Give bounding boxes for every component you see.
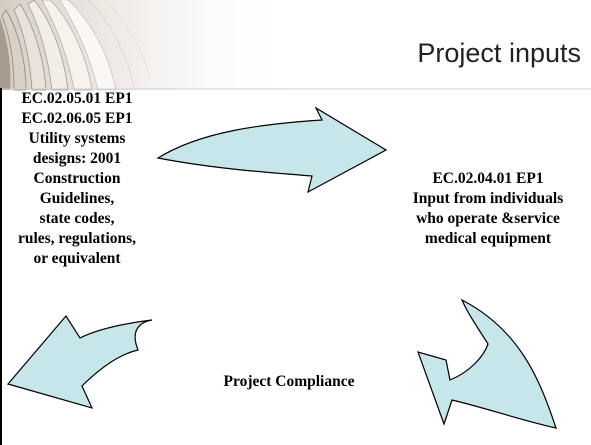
text-line: Construction bbox=[33, 170, 121, 187]
project-compliance-label: Project Compliance bbox=[223, 373, 355, 390]
curved-arrow-icon bbox=[417, 298, 557, 429]
curved-arrow-icon bbox=[6, 314, 153, 409]
text-line: Guidelines, bbox=[39, 190, 115, 207]
open-book-pages-icon bbox=[0, 0, 591, 91]
left-border bbox=[0, 88, 2, 445]
text-line: EC.02.05.01 EP1 bbox=[21, 90, 133, 107]
text-line: EC.02.06.05 EP1 bbox=[21, 110, 133, 127]
text-line: or equivalent bbox=[33, 250, 121, 267]
text-line: medical equipment bbox=[424, 230, 552, 247]
text-line: state codes, bbox=[39, 210, 115, 227]
text-line: rules, regulations, bbox=[17, 230, 137, 247]
text-line: Input from individuals bbox=[412, 190, 564, 207]
slide-title: Project inputs bbox=[417, 38, 581, 68]
right-requirements-text: EC.02.04.01 EP1 Input from individuals w… bbox=[383, 169, 591, 249]
curved-arrow-icon bbox=[156, 106, 388, 194]
text-line: designs: 2001 bbox=[32, 150, 122, 167]
text-line: EC.02.04.01 EP1 bbox=[432, 170, 544, 187]
text-line: who operate &service bbox=[416, 210, 560, 227]
text-line: Utility systems bbox=[28, 130, 126, 147]
left-requirements-text: EC.02.05.01 EP1 EC.02.06.05 EP1 Utility … bbox=[4, 89, 150, 269]
